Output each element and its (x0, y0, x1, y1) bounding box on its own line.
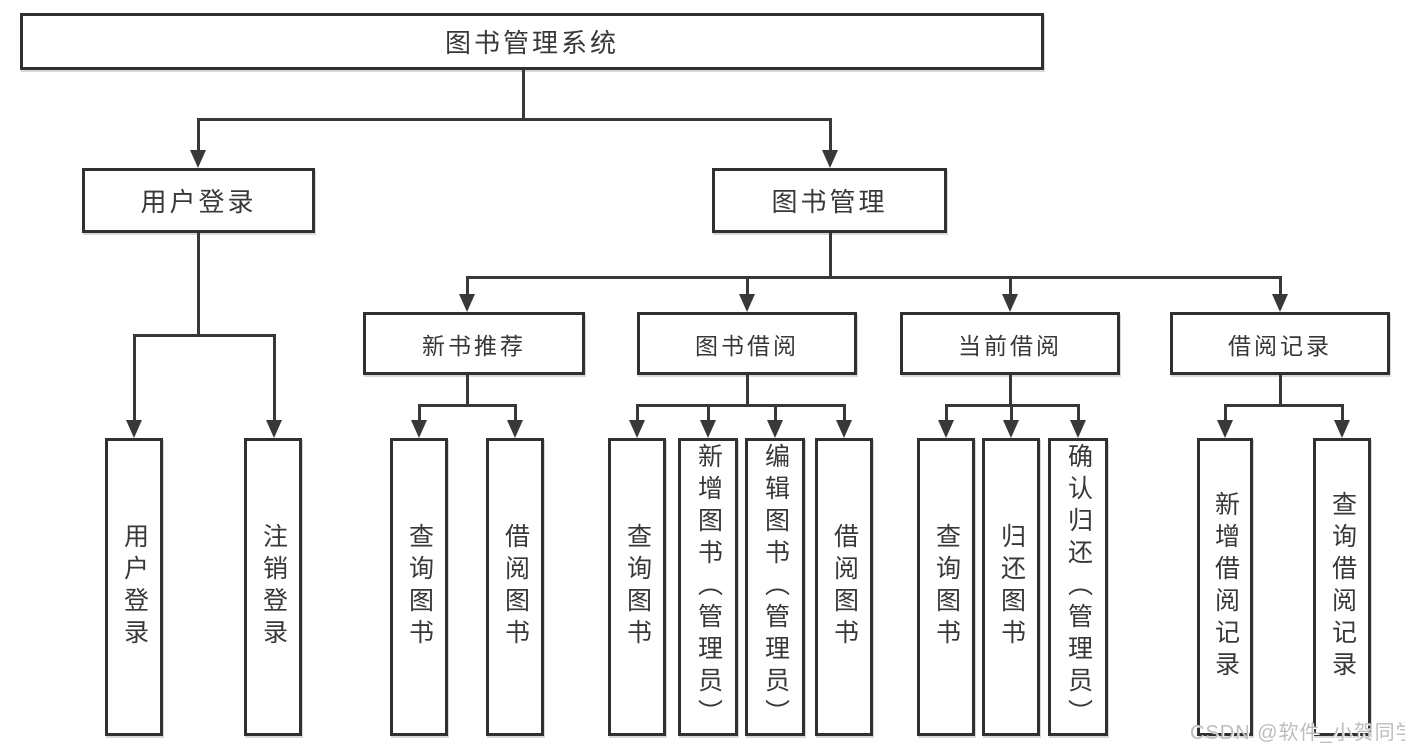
connector-line (418, 404, 517, 407)
connector-line (1009, 375, 1012, 406)
node-current-borrowing-label: 当前借阅 (958, 332, 1062, 359)
node-book-management-label: 图书管理 (771, 187, 888, 217)
node-book-management: 图书管理 (712, 168, 947, 233)
node-library-system: 图书管理系统 (20, 13, 1044, 70)
watermark-csdn: CSDN @软件_小贺同学 (1190, 722, 1405, 744)
connector-line (514, 405, 517, 422)
connector-line (1009, 277, 1012, 296)
leaf-add-book-admin: 新增图书（管理员） (678, 438, 738, 736)
leaf-query-books-recommend: 查询图书 (390, 438, 448, 736)
leaf-confirm-return-admin: 确认归还（管理员） (1048, 438, 1108, 736)
connector-line (133, 335, 136, 422)
connector-line (1279, 277, 1282, 296)
leaf-user-login: 用户登录 (105, 438, 163, 736)
leaf-logout-label: 注销登录 (259, 523, 288, 651)
leaf-borrow-books-recommend: 借阅图书 (486, 438, 544, 736)
connector-line (707, 405, 710, 422)
arrow-down-icon (1217, 420, 1233, 438)
leaf-query-borrow-record-label: 查询借阅记录 (1328, 491, 1357, 683)
arrow-down-icon (1070, 420, 1086, 438)
connector-line (843, 405, 846, 422)
arrow-down-icon (507, 420, 523, 438)
arrow-down-icon (1272, 294, 1288, 312)
connector-line (197, 118, 832, 121)
arrow-down-icon (739, 294, 755, 312)
arrow-down-icon (1003, 420, 1019, 438)
arrow-down-icon (938, 420, 954, 438)
node-new-book-recommend: 新书推荐 (363, 312, 585, 375)
node-new-book-recommend-label: 新书推荐 (422, 332, 526, 359)
connector-line (522, 69, 525, 121)
leaf-edit-book-admin: 编辑图书（管理员） (745, 438, 805, 736)
connector-line (1010, 405, 1013, 422)
arrow-down-icon (629, 420, 645, 438)
node-user-login-label: 用户登录 (140, 187, 257, 217)
connector-line (1077, 405, 1080, 422)
connector-line (197, 119, 200, 153)
arrow-down-icon (411, 420, 427, 438)
connector-line (466, 276, 1282, 279)
connector-line (829, 119, 832, 153)
node-borrowing-records: 借阅记录 (1170, 312, 1390, 375)
arrow-down-icon (836, 420, 852, 438)
leaf-query-borrow-record: 查询借阅记录 (1313, 438, 1371, 736)
connector-line (197, 233, 200, 336)
leaf-logout: 注销登录 (244, 438, 302, 736)
connector-line (466, 375, 469, 406)
connector-line (829, 233, 832, 278)
leaf-query-books-current-label: 查询图书 (932, 523, 961, 651)
leaf-add-borrow-record-label: 新增借阅记录 (1211, 491, 1240, 683)
node-user-login: 用户登录 (82, 168, 315, 233)
connector-line (1341, 405, 1344, 422)
connector-line (746, 277, 749, 296)
arrow-down-icon (767, 420, 783, 438)
connector-line (636, 404, 846, 407)
connector-line (746, 375, 749, 406)
leaf-borrow-books-recommend-label: 借阅图书 (501, 523, 530, 651)
connector-line (133, 334, 276, 337)
leaf-query-books-current: 查询图书 (917, 438, 975, 736)
arrow-down-icon (822, 150, 838, 168)
leaf-add-book-admin-label: 新增图书（管理员） (694, 443, 723, 731)
leaf-borrow-books-borrowing: 借阅图书 (815, 438, 873, 736)
connector-line (466, 277, 469, 296)
arrow-down-icon (1334, 420, 1350, 438)
leaf-edit-book-admin-label: 编辑图书（管理员） (761, 443, 790, 731)
connector-line (273, 335, 276, 422)
leaf-user-login-label: 用户登录 (120, 523, 149, 651)
arrow-down-icon (126, 420, 142, 438)
node-borrowing-records-label: 借阅记录 (1228, 332, 1332, 359)
leaf-query-books-recommend-label: 查询图书 (405, 523, 434, 651)
arrow-down-icon (1002, 294, 1018, 312)
connector-line (1224, 405, 1227, 422)
arrow-down-icon (266, 420, 282, 438)
leaf-confirm-return-admin-label: 确认归还（管理员） (1064, 443, 1093, 731)
connector-line (774, 405, 777, 422)
connector-line (636, 405, 639, 422)
arrow-down-icon (459, 294, 475, 312)
leaf-return-book-label: 归还图书 (997, 523, 1026, 651)
connector-line (1224, 404, 1344, 407)
leaf-return-book: 归还图书 (982, 438, 1040, 736)
node-library-system-label: 图书管理系统 (444, 28, 619, 58)
connector-line (945, 405, 948, 422)
arrow-down-icon (700, 420, 716, 438)
leaf-query-books-borrowing-label: 查询图书 (623, 523, 652, 651)
leaf-query-books-borrowing: 查询图书 (608, 438, 666, 736)
connector-line (1279, 375, 1282, 406)
arrow-down-icon (190, 150, 206, 168)
leaf-add-borrow-record: 新增借阅记录 (1197, 438, 1253, 736)
node-book-borrowing-label: 图书借阅 (695, 332, 799, 359)
connector-line (418, 405, 421, 422)
node-book-borrowing: 图书借阅 (637, 312, 857, 375)
leaf-borrow-books-borrowing-label: 借阅图书 (830, 523, 859, 651)
node-current-borrowing: 当前借阅 (900, 312, 1120, 375)
